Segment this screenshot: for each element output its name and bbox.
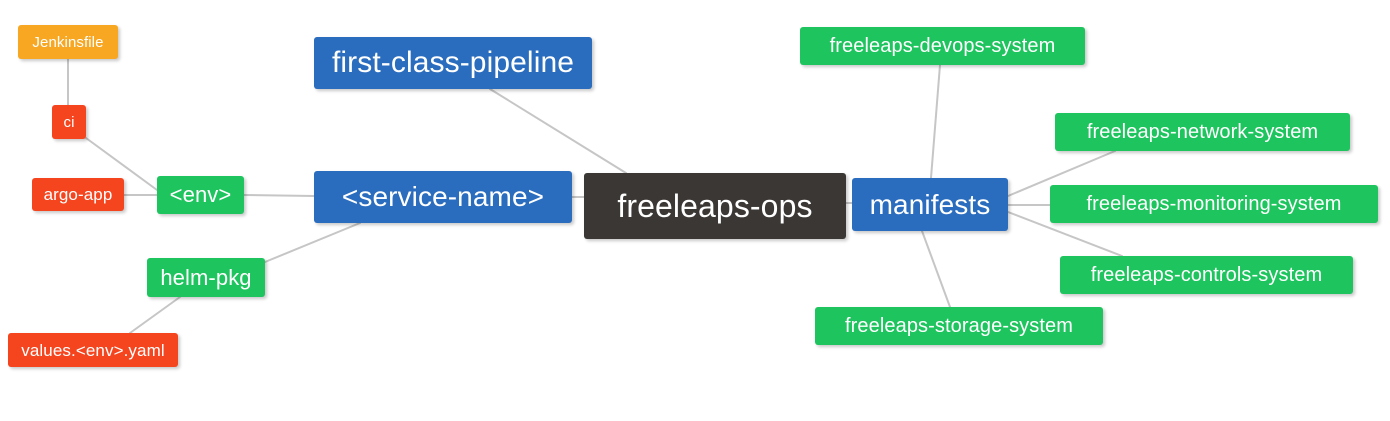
edge-helm-pkg-to-service-name — [264, 222, 361, 263]
node-freeleaps-ops[interactable]: freeleaps-ops — [584, 173, 846, 239]
node-freeleaps-controls-system[interactable]: freeleaps-controls-system — [1060, 256, 1353, 294]
node-label: values.<env>.yaml — [21, 340, 165, 360]
node-label: first-class-pipeline — [331, 46, 575, 79]
node-freeleaps-network-system[interactable]: freeleaps-network-system — [1055, 113, 1350, 151]
node-argo-app[interactable]: argo-app — [32, 178, 124, 211]
node-label: freeleaps-ops — [617, 188, 813, 224]
node-label: freeleaps-monitoring-system — [1086, 193, 1342, 215]
node-label: <env> — [169, 182, 232, 207]
node-label: freeleaps-network-system — [1086, 121, 1319, 143]
node-label: ci — [63, 113, 75, 131]
node-label: freeleaps-devops-system — [829, 35, 1056, 57]
node-ci[interactable]: ci — [52, 105, 86, 139]
node-service-name[interactable]: <service-name> — [314, 171, 572, 223]
node-freeleaps-storage-system[interactable]: freeleaps-storage-system — [815, 307, 1103, 345]
edge-env-to-service-name — [243, 194, 315, 197]
node-values-yaml[interactable]: values.<env>.yaml — [8, 333, 178, 367]
node-env[interactable]: <env> — [157, 176, 244, 214]
node-manifests[interactable]: manifests — [852, 178, 1008, 231]
node-label: argo-app — [43, 185, 113, 204]
edge-first-class-pipeline-to-freeleaps-ops — [489, 88, 627, 174]
node-freeleaps-monitoring-system[interactable]: freeleaps-monitoring-system — [1050, 185, 1378, 223]
edge-manifests-to-freeleaps-storage-system — [921, 230, 951, 308]
node-label: manifests — [869, 188, 991, 220]
node-first-class-pipeline[interactable]: first-class-pipeline — [314, 37, 592, 89]
node-freeleaps-devops-system[interactable]: freeleaps-devops-system — [800, 27, 1085, 65]
edge-freeleaps-devops-system-to-manifests — [930, 64, 941, 179]
node-label: helm-pkg — [160, 264, 252, 290]
edge-values-yaml-to-helm-pkg — [129, 296, 181, 334]
node-label: freeleaps-controls-system — [1090, 264, 1323, 286]
node-label: freeleaps-storage-system — [844, 315, 1074, 337]
node-helm-pkg[interactable]: helm-pkg — [147, 258, 265, 297]
node-label: <service-name> — [341, 181, 545, 212]
node-jenkinsfile[interactable]: Jenkinsfile — [18, 25, 118, 59]
node-label: Jenkinsfile — [32, 33, 104, 51]
